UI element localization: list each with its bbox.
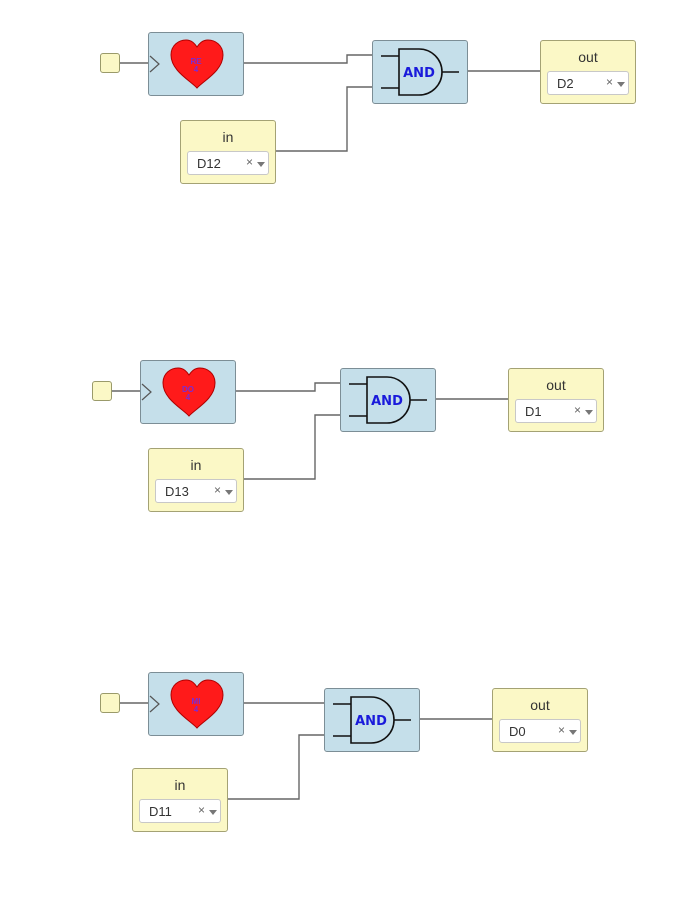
- note-name: MI: [192, 697, 201, 706]
- output-title: out: [530, 697, 550, 713]
- output-title: out: [578, 49, 598, 65]
- input-pin-select[interactable]: D12 ×: [187, 151, 269, 175]
- output-pin-value: D0: [509, 724, 526, 739]
- note-name: DO: [182, 385, 194, 394]
- input-pin-value: D12: [197, 156, 221, 171]
- clock-triangle-icon: [149, 695, 160, 713]
- output-block-1[interactable]: out D2 ×: [540, 40, 636, 104]
- clear-icon[interactable]: ×: [246, 155, 254, 169]
- and-gate-label: AND: [403, 66, 435, 81]
- output-title: out: [546, 377, 566, 393]
- and-gate-block-3[interactable]: AND: [324, 688, 420, 752]
- input-title: in: [174, 777, 186, 793]
- and-gate-block-2[interactable]: AND: [340, 368, 436, 432]
- clock-input-2[interactable]: [92, 381, 112, 401]
- wire-in-to-and-3: [227, 734, 325, 800]
- clear-icon[interactable]: ×: [574, 403, 582, 417]
- chevron-down-icon[interactable]: [225, 490, 233, 495]
- clear-icon[interactable]: ×: [558, 723, 566, 737]
- note-name: RE: [190, 57, 202, 66]
- output-pin-value: D1: [525, 404, 542, 419]
- wire-in-to-and-2: [243, 414, 341, 480]
- clear-icon[interactable]: ×: [214, 483, 222, 497]
- output-block-3[interactable]: out D0 ×: [492, 688, 588, 752]
- clock-triangle-icon: [141, 383, 152, 401]
- input-title: in: [222, 129, 234, 145]
- heart-icon: [162, 367, 216, 417]
- input-pin-select[interactable]: D13 ×: [155, 479, 237, 503]
- heart-icon: [170, 39, 224, 89]
- note-octave: 4: [186, 393, 191, 402]
- input-block-1[interactable]: in D12 ×: [180, 120, 276, 184]
- and-gate-label: AND: [355, 714, 387, 729]
- wire-note-to-and-1: [243, 54, 373, 64]
- clock-input-1[interactable]: [100, 53, 120, 73]
- input-block-2[interactable]: in D13 ×: [148, 448, 244, 512]
- wire-note-to-and-2: [235, 382, 341, 392]
- output-block-2[interactable]: out D1 ×: [508, 368, 604, 432]
- and-gate-icon: [333, 696, 411, 744]
- note-block-2[interactable]: DO 4: [140, 360, 236, 424]
- chevron-down-icon[interactable]: [257, 162, 265, 167]
- and-gate-icon: [349, 376, 427, 424]
- chevron-down-icon[interactable]: [617, 82, 625, 87]
- clear-icon[interactable]: ×: [198, 803, 206, 817]
- input-pin-select[interactable]: D11 ×: [139, 799, 221, 823]
- output-pin-value: D2: [557, 76, 574, 91]
- chevron-down-icon[interactable]: [585, 410, 593, 415]
- output-pin-select[interactable]: D0 ×: [499, 719, 581, 743]
- note-octave: 4: [194, 705, 199, 714]
- input-block-3[interactable]: in D11 ×: [132, 768, 228, 832]
- input-pin-value: D11: [149, 804, 172, 819]
- output-pin-select[interactable]: D2 ×: [547, 71, 629, 95]
- chevron-down-icon[interactable]: [569, 730, 577, 735]
- clear-icon[interactable]: ×: [606, 75, 614, 89]
- input-title: in: [190, 457, 202, 473]
- heart-icon: [170, 679, 224, 729]
- and-gate-block-1[interactable]: AND: [372, 40, 468, 104]
- chevron-down-icon[interactable]: [209, 810, 217, 815]
- and-gate-label: AND: [371, 394, 403, 409]
- input-pin-value: D13: [165, 484, 189, 499]
- clock-triangle-icon: [149, 55, 160, 73]
- note-block-3[interactable]: MI 4: [148, 672, 244, 736]
- note-octave: 4: [194, 65, 199, 74]
- output-pin-select[interactable]: D1 ×: [515, 399, 597, 423]
- and-gate-icon: [381, 48, 459, 96]
- note-block-1[interactable]: RE 4: [148, 32, 244, 96]
- clock-input-3[interactable]: [100, 693, 120, 713]
- wire-in-to-and-1: [275, 86, 373, 152]
